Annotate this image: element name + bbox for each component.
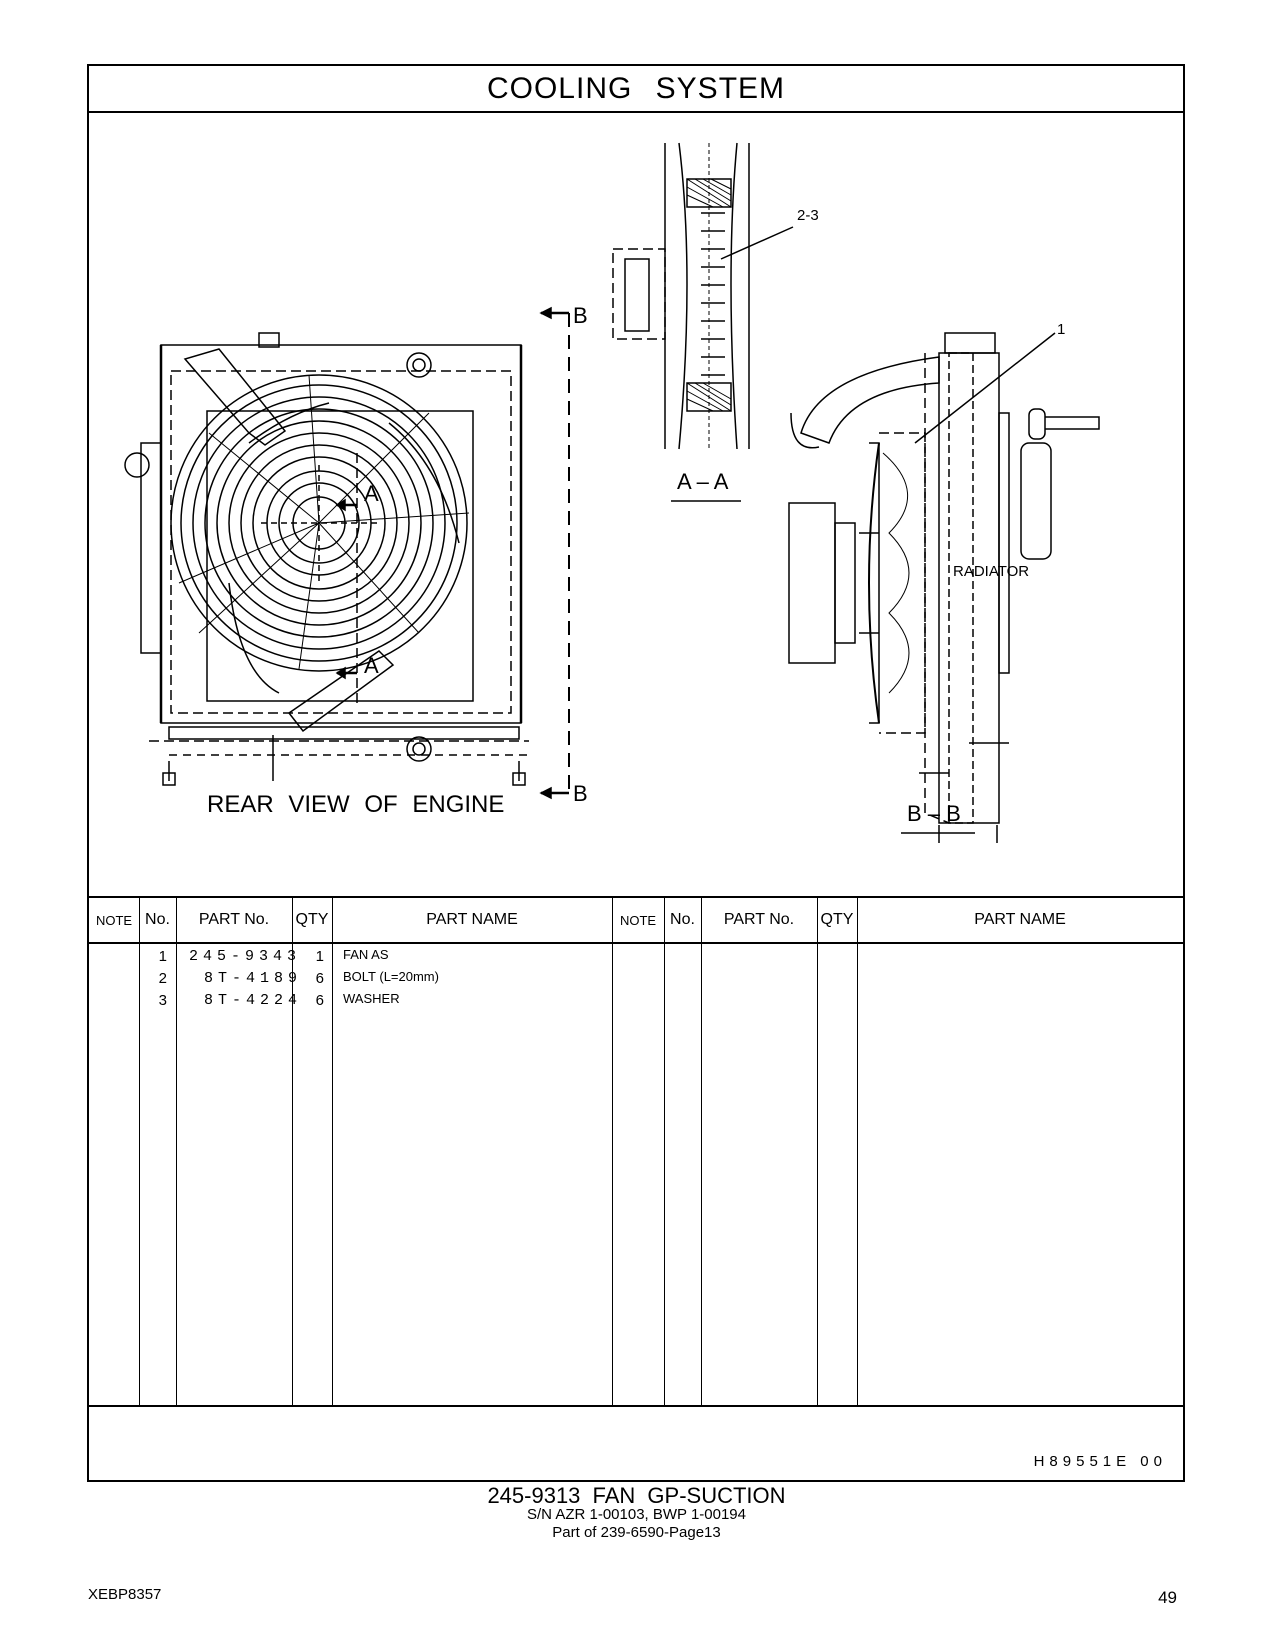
section-bb-view	[788, 332, 1100, 843]
parts-table-header: NOTE No. PART No. QTY PART NAME NOTE No.…	[89, 896, 1183, 944]
rear-view-fan-guard	[170, 374, 470, 703]
section-aa-label: A – A	[677, 469, 729, 494]
row-part-no: 245-9343	[189, 948, 302, 965]
col-no-right: No.	[670, 911, 695, 928]
row-qty: 6	[315, 992, 324, 1009]
parts-page-frame: COOLING SYSTEM	[87, 64, 1185, 1482]
col-qty-right: QTY	[820, 911, 854, 928]
section-marker-b-bottom: B	[573, 781, 588, 806]
col-partname-right: PART NAME	[974, 911, 1066, 928]
page-number: 49	[1158, 1588, 1177, 1607]
section-marker-a-bottom: A	[364, 653, 379, 678]
section-marker-b-top: B	[573, 303, 588, 328]
parts-table-body: 1 245-9343 1 FAN AS 2 8T-4189 6 BOLT (L=…	[89, 944, 1183, 1405]
callout-1: 1	[1057, 321, 1066, 338]
document-id: XEBP8357	[88, 1586, 162, 1603]
col-partno-left: PART No.	[198, 911, 270, 928]
col-partname-left: PART NAME	[426, 911, 518, 928]
table-bottom-rule	[89, 1405, 1183, 1407]
cooling-system-drawing: A A B B 2-3 1 A – A B – B RADIATOR REAR …	[89, 113, 1183, 901]
section-marker-a-top: A	[364, 481, 379, 506]
row-part-name: WASHER	[343, 991, 400, 1006]
col-note-left: NOTE	[95, 912, 133, 928]
row-part-name: FAN AS	[343, 947, 389, 962]
radiator-label: RADIATOR	[953, 563, 1030, 580]
row-part-no: 8T-4189	[204, 970, 303, 987]
callout-2-3: 2-3	[797, 207, 819, 224]
col-qty-left: QTY	[295, 911, 329, 928]
section-line-b	[539, 306, 570, 800]
col-no-left: No.	[145, 911, 170, 928]
section-bb-label: B – B	[907, 801, 961, 826]
section-aa-view	[612, 142, 794, 502]
row-no: 3	[158, 992, 167, 1009]
col-note-right: NOTE	[619, 912, 657, 928]
page-title: COOLING SYSTEM	[89, 66, 1183, 113]
row-no: 1	[158, 948, 167, 965]
rear-view-radiator-frame	[124, 332, 529, 786]
row-qty: 1	[315, 948, 324, 965]
row-part-no: 8T-4224	[204, 992, 303, 1009]
row-no: 2	[158, 970, 167, 987]
technical-illustration	[124, 142, 1100, 843]
caption-part-of: Part of 239-6590-Page13	[552, 1524, 721, 1541]
rear-view-label: REAR VIEW OF ENGINE	[207, 791, 505, 818]
caption-serial: S/N AZR 1-00103, BWP 1-00194	[526, 1506, 746, 1523]
row-part-name: BOLT (L=20mm)	[343, 969, 439, 984]
row-qty: 6	[315, 970, 324, 987]
caption-title: 245-9313 FAN GP-SUCTION	[487, 1483, 786, 1508]
col-partno-right: PART No.	[723, 911, 795, 928]
drawing-code: H89551E 00	[1033, 1453, 1167, 1470]
